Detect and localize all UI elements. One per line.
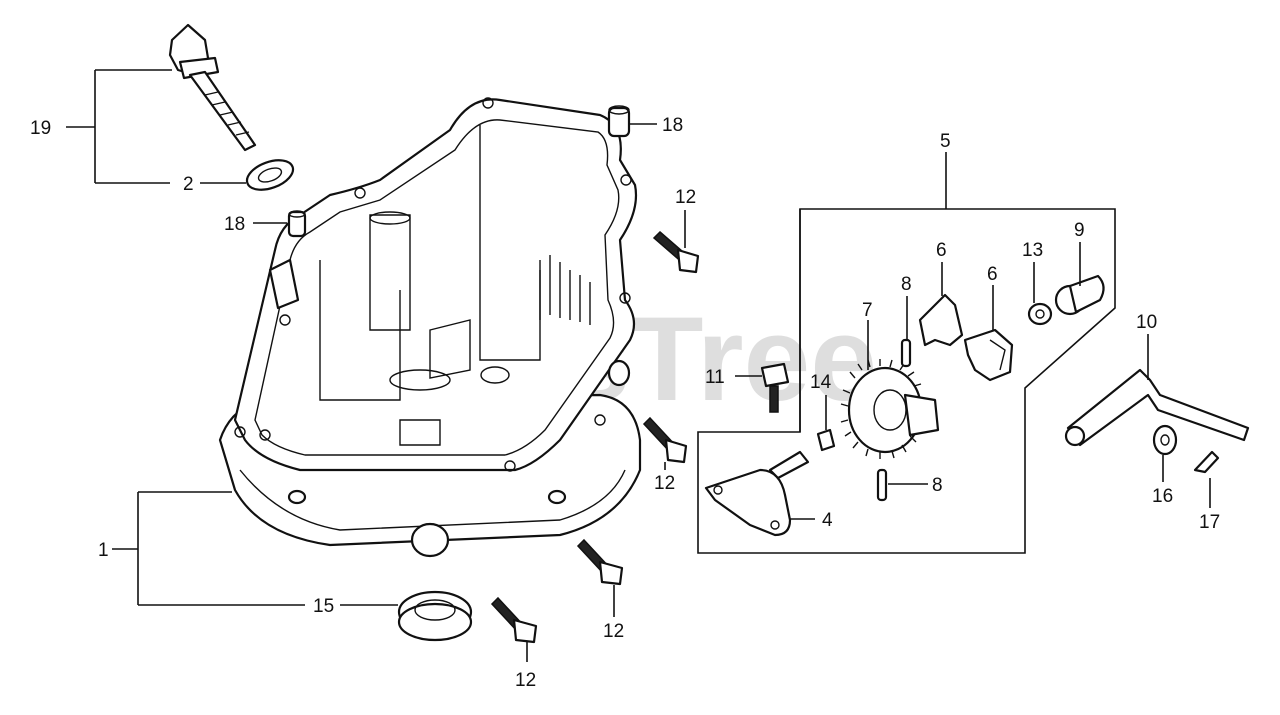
callout-9: 9	[1074, 220, 1085, 241]
callout-4: 4	[822, 510, 833, 531]
callout-1: 1	[98, 540, 109, 561]
oil-filler-cap-part[interactable]	[168, 23, 257, 152]
callout-11: 11	[705, 367, 725, 388]
callout-labels: 19 2 18 18 12 12 12 12 1 15 5 11 14 4 8 …	[30, 115, 1220, 691]
callout-12-bottom: 12	[515, 670, 536, 691]
washer-part-16[interactable]	[1152, 424, 1178, 456]
washer-part-14[interactable]	[816, 428, 836, 452]
callout-2: 2	[183, 174, 194, 195]
callout-12-upper: 12	[675, 187, 696, 208]
leader-lines	[66, 69, 1211, 662]
callout-12-middle: 12	[654, 473, 675, 494]
callout-5: 5	[940, 131, 951, 152]
governor-weight-part-2[interactable]	[963, 328, 1014, 382]
bolt-part-11[interactable]	[760, 362, 790, 413]
flange-bolt-part-1[interactable]	[652, 230, 700, 274]
callout-7: 7	[862, 300, 873, 321]
callout-8-upper: 8	[901, 274, 912, 295]
callout-6-right: 6	[987, 264, 998, 285]
flange-bolt-part-2[interactable]	[642, 416, 688, 464]
callout-10: 10	[1136, 312, 1157, 333]
clip-part-17[interactable]	[1193, 450, 1220, 474]
flange-bolt-part-4[interactable]	[490, 596, 538, 644]
callout-17: 17	[1199, 512, 1220, 533]
callout-19: 19	[30, 118, 51, 139]
dowel-pin-part-lower[interactable]	[287, 210, 307, 238]
pin-part-lower[interactable]	[876, 468, 888, 502]
callout-8-lower: 8	[932, 475, 943, 496]
callout-16: 16	[1152, 486, 1173, 507]
callout-13: 13	[1022, 240, 1043, 261]
governor-weight-part-1[interactable]	[918, 293, 964, 347]
callout-18-upper: 18	[662, 115, 683, 136]
callout-15: 15	[313, 596, 334, 617]
callout-14: 14	[810, 372, 832, 393]
dowel-pin-part-upper[interactable]	[607, 105, 631, 138]
crankcase-cover-part[interactable]	[218, 97, 642, 558]
o-ring-part[interactable]	[243, 155, 297, 196]
callout-12-lower: 12	[603, 621, 624, 642]
governor-gear-part[interactable]	[840, 359, 940, 459]
flange-bolt-part-3[interactable]	[576, 538, 624, 586]
governor-holder-part[interactable]	[704, 450, 810, 537]
washer-part-13[interactable]	[1027, 302, 1053, 326]
pin-part-upper[interactable]	[900, 338, 912, 368]
governor-slider-part[interactable]	[1054, 274, 1105, 316]
oil-seal-part[interactable]	[397, 590, 473, 642]
callout-6-left: 6	[936, 240, 947, 261]
callout-18-lower: 18	[224, 214, 245, 235]
governor-arm-part[interactable]	[1064, 368, 1250, 447]
